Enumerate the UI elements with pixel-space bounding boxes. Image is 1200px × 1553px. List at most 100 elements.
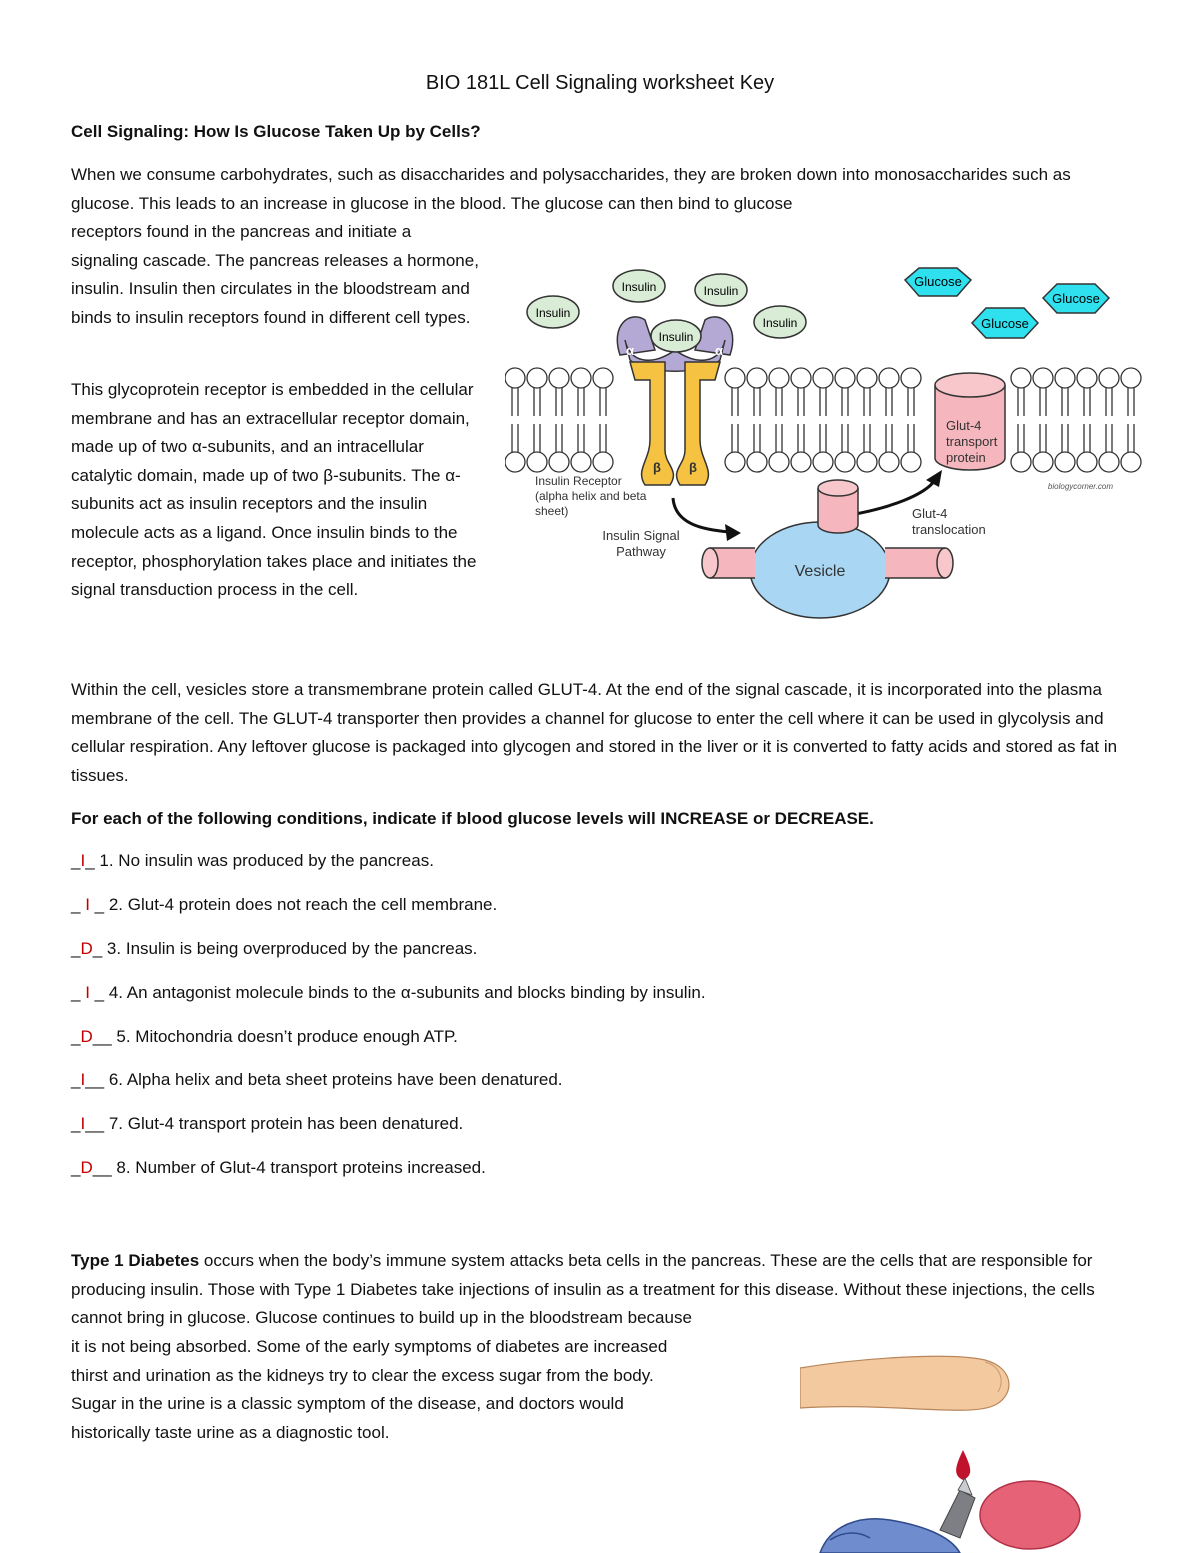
- phospholipid-head: [570, 367, 592, 389]
- insulin-receptor: α α β β Insulin: [616, 316, 734, 486]
- answer-blank: _: [71, 895, 86, 914]
- phospholipid-head: [526, 451, 548, 473]
- svg-text:transport: transport: [946, 434, 998, 449]
- svg-text:Insulin Signal: Insulin Signal: [602, 528, 679, 543]
- question-text: Glut-4 protein does not reach the cell m…: [127, 895, 498, 914]
- diagram-watermark: biologycorner.com: [1048, 482, 1113, 491]
- phospholipid-head: [1076, 451, 1098, 473]
- phospholipid-head: [1098, 367, 1120, 389]
- phospholipid-head: [856, 451, 878, 473]
- question-text: Mitochondria doesn’t produce enough ATP.: [135, 1027, 458, 1046]
- signal-arrow: [671, 497, 741, 541]
- cell-membrane: [505, 367, 1142, 473]
- svg-text:Insulin Receptor: Insulin Receptor: [535, 474, 622, 488]
- svg-text:Insulin: Insulin: [704, 284, 739, 298]
- question-item: _I_ 1. No insulin was produced by the pa…: [71, 851, 434, 871]
- answer-blank: _: [71, 1158, 81, 1177]
- question-number: _ 3.: [92, 939, 126, 958]
- answer-mark: D: [80, 939, 93, 958]
- phospholipid-head: [834, 451, 856, 473]
- phospholipid-head: [724, 451, 746, 473]
- phospholipid-head: [900, 367, 922, 389]
- svg-text:Glucose: Glucose: [1052, 291, 1100, 306]
- phospholipid-head: [570, 451, 592, 473]
- receptor-paragraph: This glycoprotein receptor is embedded i…: [71, 380, 477, 600]
- answer-blank: _: [71, 1070, 81, 1089]
- glut-paragraph: Within the cell, vesicles store a transm…: [71, 680, 1118, 785]
- svg-text:Glucose: Glucose: [981, 316, 1029, 331]
- diabetes-text: occurs when the body’s immune system att…: [71, 1251, 1095, 1328]
- svg-text:α: α: [626, 343, 634, 358]
- phospholipid-head: [724, 367, 746, 389]
- svg-text:Insulin: Insulin: [763, 316, 798, 330]
- svg-text:sheet): sheet): [535, 504, 568, 518]
- phospholipid-head: [768, 367, 790, 389]
- question-text: No insulin was produced by the pancreas.: [118, 851, 434, 870]
- question-number: __ 6.: [85, 1070, 127, 1089]
- phospholipid-head: [548, 367, 570, 389]
- svg-text:Vesicle: Vesicle: [795, 563, 846, 580]
- svg-text:(alpha helix and beta: (alpha helix and beta: [535, 489, 647, 503]
- svg-text:Glucose: Glucose: [914, 274, 962, 289]
- question-item: _ I _ 2. Glut-4 protein does not reach t…: [71, 895, 497, 915]
- answer-mark: D: [80, 1027, 93, 1046]
- question-text: Glut-4 transport protein has been denatu…: [127, 1114, 464, 1133]
- svg-text:α: α: [715, 343, 723, 358]
- insulin-receptor-caption: Insulin Receptor (alpha helix and beta s…: [535, 474, 647, 518]
- phospholipid-head: [812, 451, 834, 473]
- glut4-translocation-caption: Glut-4 translocation: [912, 506, 986, 537]
- answer-mark: I: [85, 895, 90, 914]
- answer-blank: _: [71, 1114, 81, 1133]
- svg-text:Glut-4: Glut-4: [912, 506, 947, 521]
- answer-blank: _: [71, 939, 81, 958]
- question-number: __ 5.: [92, 1027, 136, 1046]
- answer-mark: I: [80, 1070, 86, 1089]
- diabetes-heading: Type 1 Diabetes: [71, 1251, 200, 1270]
- phospholipid-head: [834, 367, 856, 389]
- phospholipid-head: [790, 367, 812, 389]
- phospholipid-head: [1120, 367, 1142, 389]
- phospholipid-head: [526, 367, 548, 389]
- phospholipid-head: [768, 451, 790, 473]
- finger-prick-illustration: [800, 1355, 1081, 1553]
- phospholipid-head: [900, 451, 922, 473]
- phospholipid-head: [878, 367, 900, 389]
- answer-blank: _: [71, 851, 81, 870]
- question-number: _ 2.: [89, 895, 128, 914]
- question-item: _D__ 5. Mitochondria doesn’t produce eno…: [71, 1027, 458, 1047]
- insulin-molecule: Insulin: [526, 295, 580, 329]
- phospholipid-head: [505, 367, 526, 389]
- phospholipid-head: [1120, 451, 1142, 473]
- intro-paragraph-continued: receptors found in the pancreas and init…: [71, 222, 479, 327]
- question-number: _ 1.: [85, 851, 119, 870]
- phospholipid-head: [746, 367, 768, 389]
- phospholipid-head: [878, 451, 900, 473]
- question-text: An antagonist molecule binds to the α-su…: [126, 983, 706, 1002]
- diabetes-paragraph: Type 1 Diabetes occurs when the body’s i…: [71, 1247, 1131, 1333]
- instructions: For each of the following conditions, in…: [71, 809, 874, 828]
- svg-text:Insulin: Insulin: [622, 280, 657, 294]
- svg-text:β: β: [689, 460, 697, 475]
- question-item: _I__ 6. Alpha helix and beta sheet prote…: [71, 1070, 563, 1090]
- phospholipid-head: [746, 451, 768, 473]
- svg-text:protein: protein: [946, 450, 986, 465]
- question-number: _ 4.: [89, 983, 127, 1002]
- phospholipid-head: [1032, 451, 1054, 473]
- phospholipid-head: [592, 367, 614, 389]
- svg-text:Glut-4: Glut-4: [946, 418, 981, 433]
- phospholipid-head: [790, 451, 812, 473]
- glucose-molecule: Glucose: [903, 267, 973, 297]
- page-title: BIO 181L Cell Signaling worksheet Key: [425, 72, 775, 94]
- question-text: Number of Glut-4 transport proteins incr…: [135, 1158, 486, 1177]
- phospholipid-head: [1010, 451, 1032, 473]
- svg-text:Insulin: Insulin: [659, 330, 694, 344]
- answer-mark: I: [80, 851, 86, 870]
- phospholipid-head: [1054, 367, 1076, 389]
- insulin-molecule: Insulin: [694, 273, 748, 307]
- question-text: Insulin is being overproduced by the pan…: [125, 939, 478, 958]
- section-heading: Cell Signaling: How Is Glucose Taken Up …: [71, 122, 481, 141]
- insulin-molecule: Insulin: [612, 269, 666, 303]
- phospholipid-head: [1010, 367, 1032, 389]
- insulin-molecule: Insulin: [753, 305, 807, 339]
- phospholipid-head: [548, 451, 570, 473]
